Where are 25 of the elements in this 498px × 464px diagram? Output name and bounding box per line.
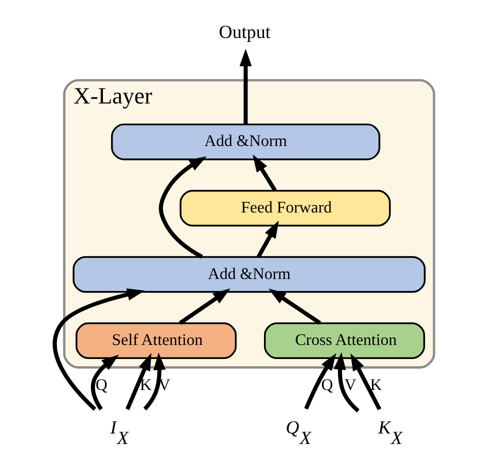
edge-label: K	[370, 376, 382, 394]
arrow	[350, 353, 382, 410]
node-text: Output	[218, 22, 271, 44]
node-box: Add &Norm	[72, 256, 426, 293]
node-box: Add &Norm	[111, 124, 380, 160]
arrow	[240, 48, 252, 124]
arrow	[158, 156, 207, 259]
arrow	[256, 220, 279, 258]
arrow	[126, 353, 152, 410]
arrow	[178, 288, 230, 325]
edge-label: Q	[96, 376, 108, 394]
edge-label: Q	[321, 376, 333, 394]
node-box: Cross Attention	[264, 322, 426, 360]
node-box: Self Attention	[76, 322, 237, 360]
edge-label: K	[140, 376, 152, 394]
node-box: Feed Forward	[180, 190, 391, 226]
arrow	[252, 154, 277, 192]
arrow	[334, 352, 360, 412]
arrow	[90, 354, 120, 410]
edge-label: V	[344, 376, 356, 394]
edge-label: V	[158, 376, 170, 394]
arrow	[304, 353, 336, 410]
arrow	[268, 288, 322, 325]
arrow	[52, 288, 145, 411]
arrow	[143, 352, 166, 410]
